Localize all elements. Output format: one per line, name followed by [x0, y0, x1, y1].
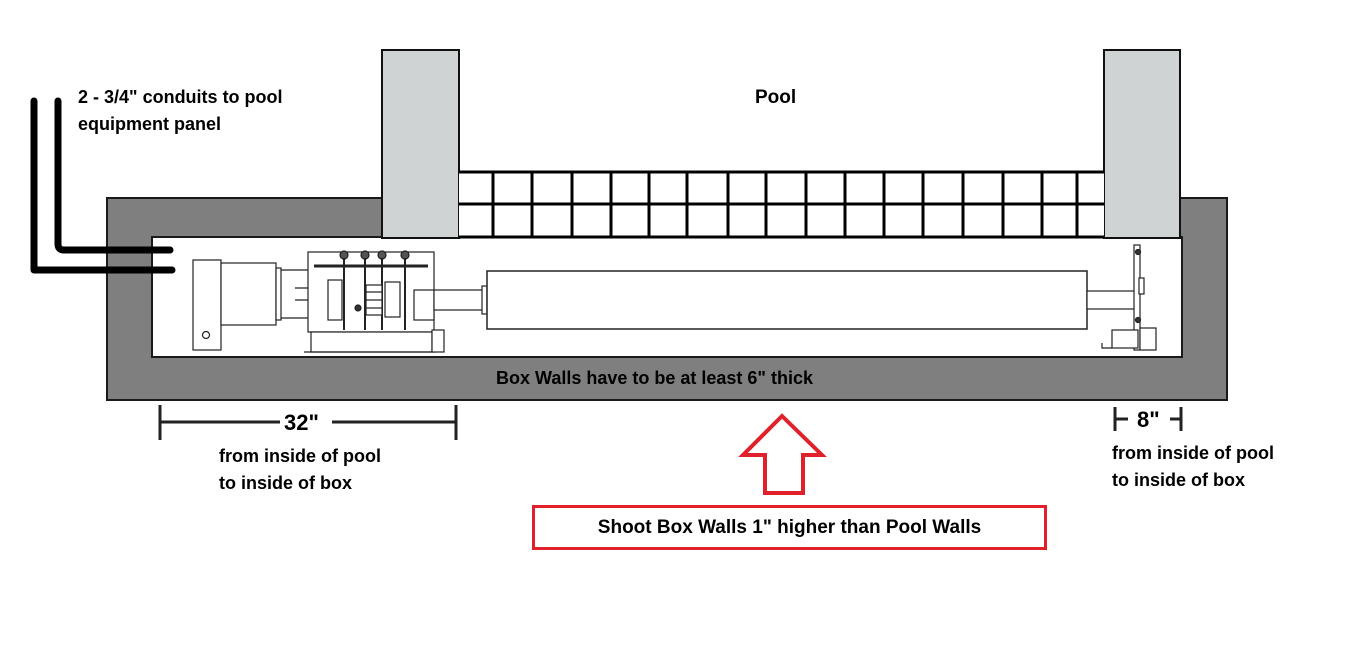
roller-tube: [486, 270, 1088, 330]
pool-label: Pool: [755, 87, 797, 108]
pool-wall-left: [381, 49, 460, 239]
left-dimension-note-line2: to inside of box: [219, 473, 352, 493]
left-dimension-value: 32": [284, 410, 319, 435]
left-dimension-note-line1: from inside of pool: [219, 446, 381, 466]
right-dimension-note-line1: from inside of pool: [1112, 443, 1274, 463]
drive-mechanism: [304, 250, 445, 353]
conduits: [30, 97, 176, 274]
dimension-32-line: [158, 405, 458, 440]
pool-wall-right: [1103, 49, 1181, 239]
dimension-8-line: [1113, 407, 1183, 431]
right-dimension-value: 8": [1137, 407, 1160, 432]
right-end-bracket: [1086, 244, 1157, 351]
callout-box: Shoot Box Walls 1" higher than Pool Wall…: [532, 505, 1047, 550]
motor: [192, 259, 312, 351]
left-shaft: [433, 285, 488, 315]
conduits-label-line2: equipment panel: [78, 114, 222, 134]
up-arrow-icon: [738, 413, 827, 495]
tile-grid: [459, 170, 1104, 239]
box-wall-note: Box Walls have to be at least 6" thick: [496, 368, 813, 388]
conduits-label-line1: 2 - 3/4" conduits to pool: [78, 87, 283, 107]
right-dimension-note-line2: to inside of box: [1112, 470, 1245, 490]
callout-text: Shoot Box Walls 1" higher than Pool Wall…: [597, 516, 982, 538]
